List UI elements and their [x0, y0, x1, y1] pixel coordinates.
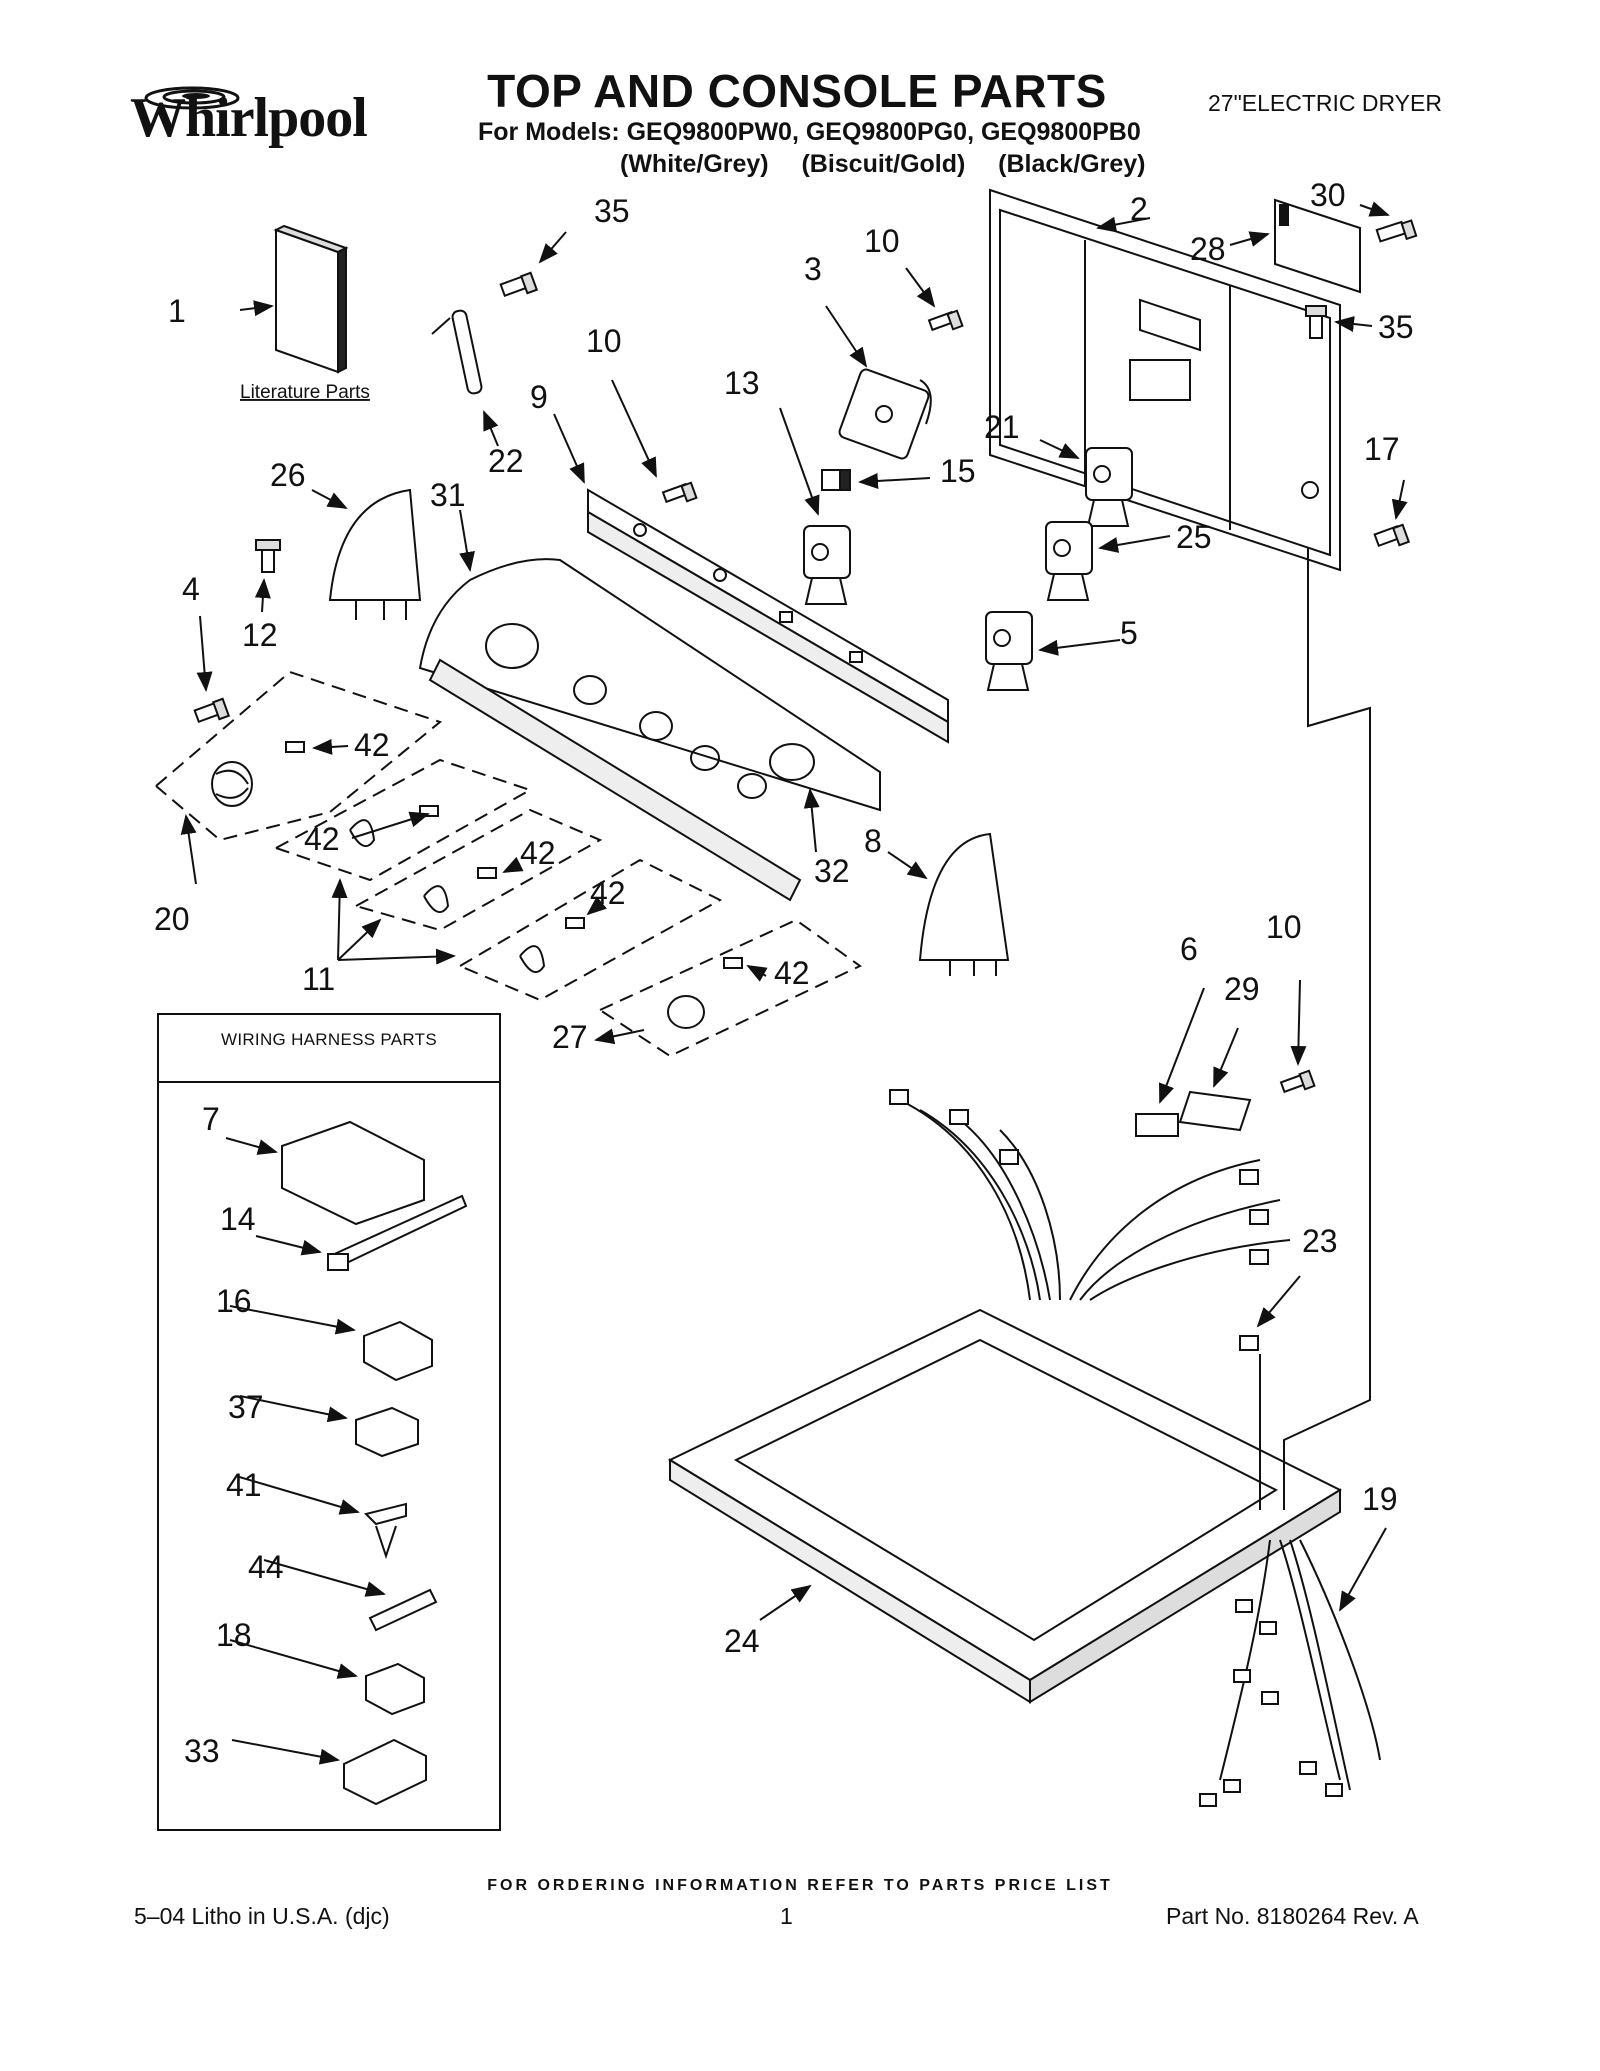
knob-group-27: [599, 918, 862, 1058]
callout-31: 31: [430, 477, 466, 513]
screw-part-4: [193, 697, 231, 724]
switch-part-21: [1085, 447, 1133, 527]
callout-12: 12: [242, 617, 278, 653]
switch-part-5: [985, 611, 1033, 691]
callout-numbers: 1 2 3 4 5 6 7 8 9 10 10 10 11 12 13 14 1…: [154, 177, 1414, 1769]
switch-part-15: [821, 469, 851, 491]
callout-21: 21: [984, 409, 1020, 445]
callout-19: 19: [1362, 1481, 1398, 1517]
callout-1: 1: [168, 293, 186, 329]
callout-13: 13: [724, 365, 760, 401]
callout-3: 3: [804, 251, 822, 287]
callout-10-top: 10: [864, 223, 900, 259]
callout-25: 25: [1176, 519, 1212, 555]
callout-42-c: 42: [520, 835, 556, 871]
knob-part-11-a: [349, 805, 439, 848]
screw-part-10-mid: [661, 481, 698, 504]
callout-17: 17: [1364, 431, 1400, 467]
part-number: Part No. 8180264 Rev. A: [1166, 1903, 1419, 1929]
end-cap-part-26: [328, 488, 422, 620]
timer-part-3: [838, 368, 932, 460]
callout-41: 41: [226, 1467, 262, 1503]
console-part-31: [418, 558, 881, 902]
page-title: TOP AND CONSOLE PARTS: [487, 65, 1107, 117]
button-part-27: [667, 957, 743, 1029]
screw-part-10-bottom: [1279, 1069, 1316, 1094]
brand-logo: Whirlpool: [130, 87, 368, 149]
knob-group-middle: [355, 808, 603, 932]
models-line: For Models: GEQ9800PW0, GEQ9800PG0, GEQ9…: [478, 118, 1141, 146]
wiring-harness-parts-box: [157, 1013, 501, 1831]
knob-part-11-c: [519, 917, 585, 974]
callout-22: 22: [488, 443, 524, 479]
callout-37: 37: [228, 1389, 264, 1425]
screw-part-12: [255, 539, 281, 573]
knob-group-lower: [459, 858, 723, 1002]
end-cap-part-8: [918, 832, 1010, 976]
callout-35-right: 35: [1378, 309, 1414, 345]
screw-part-35-right: [1305, 305, 1327, 339]
callout-42-b: 42: [304, 821, 340, 857]
callout-32: 32: [814, 853, 850, 889]
bracket-part-22: [431, 309, 483, 395]
callout-8: 8: [864, 823, 882, 859]
knob-part-11-b: [423, 867, 497, 914]
callout-7: 7: [202, 1101, 220, 1137]
callout-24: 24: [724, 1623, 760, 1659]
callout-18: 18: [216, 1617, 252, 1653]
control-bracket-part-9: [587, 488, 949, 744]
callout-2: 2: [1130, 191, 1148, 227]
callout-28: 28: [1190, 231, 1226, 267]
bracket-part-28: [1274, 198, 1361, 294]
terminal-block-part-29: [1178, 1090, 1252, 1132]
knob-part-20: [211, 741, 305, 807]
clip-part-23: [1239, 1335, 1259, 1351]
callout-26: 26: [270, 457, 306, 493]
callout-4: 4: [182, 571, 200, 607]
literature-booklet: [273, 224, 349, 374]
callout-42-a: 42: [354, 727, 390, 763]
console-back-panel: [989, 188, 1341, 572]
callout-14: 14: [220, 1201, 256, 1237]
callout-11: 11: [302, 961, 335, 997]
callout-20: 20: [154, 901, 190, 937]
ordering-note: FOR ORDERING INFORMATION REFER TO PARTS …: [487, 1877, 1113, 1894]
callout-42-e: 42: [774, 955, 810, 991]
product-type: 27"ELECTRIC DRYER: [1208, 90, 1442, 116]
switch-part-13: [803, 525, 851, 605]
callout-35-left: 35: [594, 193, 630, 229]
callout-27: 27: [552, 1019, 588, 1055]
knob-group-upper: [275, 758, 533, 882]
whirlpool-swirl-icon: [144, 86, 240, 110]
callout-33: 33: [184, 1733, 220, 1769]
screw-part-17: [1373, 523, 1411, 548]
screw-part-10-top: [927, 309, 964, 332]
colors-line: (White/Grey) (Biscuit/Gold) (Black/Grey): [620, 150, 1146, 178]
callout-23: 23: [1302, 1223, 1338, 1259]
screw-part-30: [1375, 219, 1418, 243]
callout-15: 15: [940, 453, 976, 489]
wiring-harness-part-19: [1199, 1539, 1381, 1807]
callout-6: 6: [1180, 931, 1198, 967]
page-number: 1: [780, 1903, 793, 1929]
callout-10-bottom: 10: [1266, 909, 1302, 945]
litho-note: 5–04 Litho in U.S.A. (djc): [134, 1903, 390, 1929]
wiring-harness-part-6: [889, 1089, 1291, 1301]
callout-44: 44: [248, 1549, 284, 1585]
wiring-harness-title: WIRING HARNESS PARTS: [220, 1030, 437, 1049]
screw-part-35-left: [499, 271, 539, 298]
switch-part-25: [1045, 521, 1093, 601]
knob-group-20: [155, 670, 443, 842]
callout-9: 9: [530, 379, 548, 415]
callout-30: 30: [1310, 177, 1346, 213]
dryer-top-part-24: [667, 1308, 1343, 1704]
callout-10-mid: 10: [586, 323, 622, 359]
callout-29: 29: [1224, 971, 1260, 1007]
callout-16: 16: [216, 1283, 252, 1319]
callout-5: 5: [1120, 615, 1138, 651]
literature-parts-label: Literature Parts: [240, 382, 370, 403]
callout-42-d: 42: [590, 875, 626, 911]
